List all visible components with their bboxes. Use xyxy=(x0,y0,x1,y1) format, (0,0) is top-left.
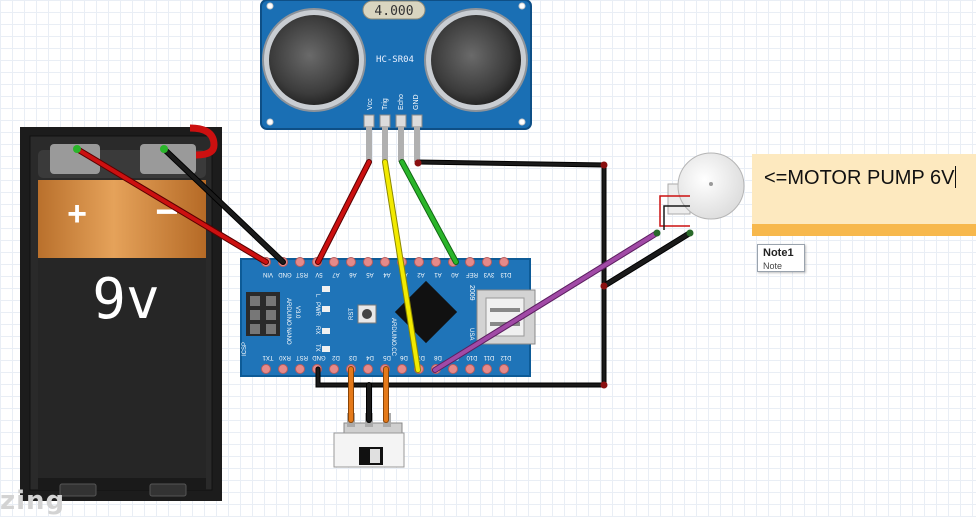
top-header-pin-rst[interactable] xyxy=(295,257,305,267)
top-header-pin-label-a4: A4 xyxy=(383,271,391,277)
top-header-pin-label-a0: A0 xyxy=(451,271,459,277)
top-header-pin-label-a7: A7 xyxy=(332,271,340,277)
sensor-pin-vcc[interactable] xyxy=(363,114,375,128)
icsp-label: ICSP xyxy=(242,342,248,356)
top-header-pin-d13[interactable] xyxy=(499,257,509,267)
board-year: 2009 xyxy=(468,285,475,301)
bottom-header-pin-d2[interactable] xyxy=(329,364,339,374)
bottom-header-pin-rst[interactable] xyxy=(295,364,305,374)
bottom-header-pin-rx0[interactable] xyxy=(278,364,288,374)
note-tag-subtitle: Note xyxy=(763,261,783,271)
bottom-header-pin-label-d11: D11 xyxy=(483,354,494,360)
top-header-pin-a5[interactable] xyxy=(363,257,373,267)
bottom-header-pin-d10[interactable] xyxy=(465,364,475,374)
led-label-rx: RX xyxy=(314,326,320,334)
bottom-header-pin-label-d5: D5 xyxy=(383,354,391,360)
board-usa: USA xyxy=(468,328,474,340)
top-header-pin-label-a6: A6 xyxy=(349,271,357,277)
led-l xyxy=(322,286,330,292)
sensor-crystal-label: 4.000 xyxy=(374,4,413,19)
sensor-pin-trig[interactable] xyxy=(379,114,391,128)
top-header-pin-label-rst: RST xyxy=(296,271,308,277)
bottom-header-pin-label-d12: D12 xyxy=(500,354,512,360)
bottom-header-pin-label-d4: D4 xyxy=(366,354,374,360)
led-label-tx: TX xyxy=(314,344,320,352)
led-tx xyxy=(322,346,330,352)
top-header-pin-label-gnd: GND xyxy=(278,271,292,277)
top-header-pin-3v3[interactable] xyxy=(482,257,492,267)
board-site: ARDUINO.CC xyxy=(390,318,396,357)
bottom-header-pin-label-rx0: RX0 xyxy=(279,354,291,360)
bottom-header-pin-label-d8: D8 xyxy=(434,354,442,360)
top-header-pin-a1[interactable] xyxy=(431,257,441,267)
board-version: V3.0 xyxy=(294,306,300,319)
sensor-pin-echo[interactable] xyxy=(395,114,407,128)
bottom-header-pin-label-d3: D3 xyxy=(349,354,357,360)
text-cursor xyxy=(955,166,957,188)
reset-button-label: RST xyxy=(349,308,355,320)
battery-plus-sign: + xyxy=(67,195,87,233)
bottom-header-pin-d9[interactable] xyxy=(448,364,458,374)
note-tag-title: Note1 xyxy=(763,247,794,259)
top-header-pin-label-a2: A2 xyxy=(417,271,425,277)
led-rx xyxy=(322,328,330,334)
note-tag[interactable]: Note1 Note xyxy=(757,244,805,272)
bottom-header-pin-tx1[interactable] xyxy=(261,364,271,374)
note-card[interactable]: <=MOTOR PUMP 6V xyxy=(752,154,976,236)
top-header-pin-label-5v: 5V xyxy=(315,271,322,277)
bottom-header-pin-label-d2: D2 xyxy=(332,354,340,360)
top-header-pin-label-a5: A5 xyxy=(366,271,374,277)
top-header-pin-a2[interactable] xyxy=(414,257,424,267)
led-pwr xyxy=(322,306,330,312)
app-logo: zing xyxy=(0,486,66,516)
bottom-header-pin-label-gnd: GND xyxy=(312,354,326,360)
bottom-header-pin-d11[interactable] xyxy=(482,364,492,374)
note-text[interactable]: <=MOTOR PUMP 6V xyxy=(764,166,957,190)
top-header-pin-a7[interactable] xyxy=(329,257,339,267)
top-header-pin-a6[interactable] xyxy=(346,257,356,267)
top-header-pin-label-vin: VIN xyxy=(263,271,273,277)
top-header-pin-label-a1: A1 xyxy=(434,271,442,277)
bottom-header-pin-label-rst: RST xyxy=(296,354,308,360)
sensor-pin-label-echo: Echo xyxy=(398,94,405,110)
bottom-header-pin-d12[interactable] xyxy=(499,364,509,374)
bottom-header-pin-label-d10: D10 xyxy=(466,354,478,360)
led-label-l: L xyxy=(314,294,320,298)
note-text-content: <=MOTOR PUMP 6V xyxy=(764,167,955,189)
water-pump[interactable] xyxy=(659,152,745,230)
top-header-pin-label-3v3: 3V3 xyxy=(483,271,494,277)
top-header-pin-a4[interactable] xyxy=(380,257,390,267)
bottom-header-pin-d4[interactable] xyxy=(363,364,373,374)
top-header-pin-label-ref: REF xyxy=(466,271,478,277)
sensor-model-label: HC-SR04 xyxy=(376,55,414,65)
bottom-header-pin-d6[interactable] xyxy=(397,364,407,374)
board-name: ARDUINO NANO xyxy=(285,298,291,345)
sensor-pin-label-gnd: GND xyxy=(413,94,420,110)
top-header-pin-ref[interactable] xyxy=(465,257,475,267)
bottom-header-pin-label-tx1: TX1 xyxy=(262,354,274,360)
sensor-pin-label-vcc: Vcc xyxy=(367,98,374,110)
led-label-pwr: PWR xyxy=(314,302,320,317)
wires xyxy=(73,145,694,423)
ultrasonic-sensor[interactable]: 4.000 HC-SR04 Vcc Trig Echo GND xyxy=(260,0,532,162)
bottom-header-pin-label-d7: D7 xyxy=(417,354,425,360)
sensor-pin-gnd[interactable] xyxy=(411,114,423,128)
bottom-header-pin-label-d6: D6 xyxy=(400,354,408,360)
top-header-pin-label-d13: D13 xyxy=(500,271,512,277)
arduino-nano-board[interactable]: RST ICSP ARDUINO NANO V3.0 2009 ARDUINO.… xyxy=(240,257,536,377)
battery-9v[interactable]: + − 9v xyxy=(20,124,222,501)
sensor-pin-label-trig: Trig xyxy=(382,98,389,110)
battery-voltage-label: 9v xyxy=(92,267,159,332)
